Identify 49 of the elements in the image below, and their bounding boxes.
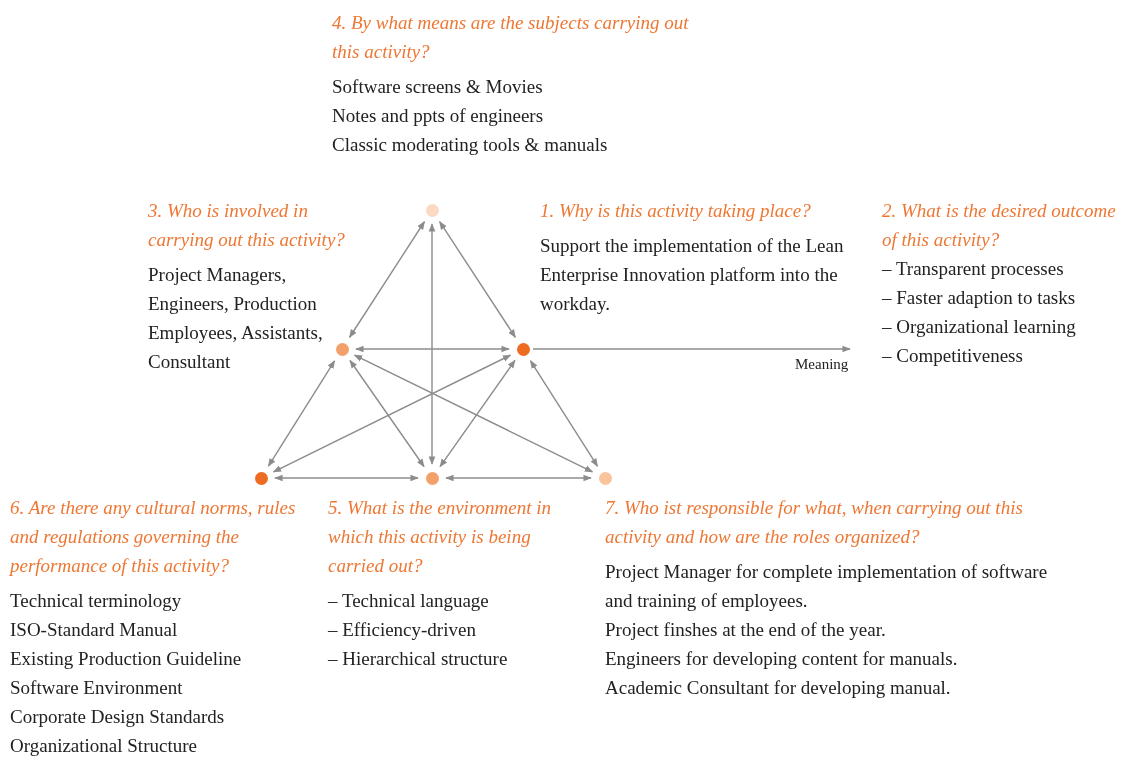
answer-text: – Competitiveness	[882, 344, 1024, 368]
dot	[254, 471, 268, 485]
arrow	[428, 223, 436, 465]
arrow	[353, 354, 594, 473]
answer-text: Software Environment	[10, 676, 184, 700]
answer-text: Organizational Structure	[10, 734, 198, 758]
dot	[516, 342, 530, 356]
answer-text: Academic Consultant for developing manual.	[605, 676, 952, 700]
dot	[425, 203, 439, 217]
answer-text: Technical terminology	[10, 589, 183, 613]
dot	[335, 342, 349, 356]
answer-text: – Organizational learning	[882, 315, 1077, 339]
arrow	[267, 360, 336, 467]
dot	[425, 471, 439, 485]
arrow	[445, 474, 592, 482]
answer-text: Corporate Design Standards	[10, 705, 226, 729]
answer-text: Classic moderating tools & manuals	[332, 133, 609, 157]
answer-text: ISO-Standard Manual	[10, 618, 179, 642]
answer-text: – Transparent processes	[882, 257, 1065, 281]
answer-text: – Efficiency-driven	[328, 618, 477, 642]
answer-text: Software screens & Movies	[332, 75, 544, 99]
question-heading: 6. Are there any cultural norms, rules and regulations governing the performance of this activity?	[10, 496, 297, 578]
answer-text: Project finshes at the end of the year.	[605, 618, 887, 642]
arrow	[439, 359, 516, 468]
question-heading: 5. What is the environment in which this activity is being carried out?	[328, 496, 553, 578]
answer-text: – Faster adaption to tasks	[882, 286, 1077, 310]
arrow	[349, 359, 425, 468]
answer-text: – Hierarchical structure	[328, 647, 509, 671]
edge-label: Meaning	[795, 355, 849, 373]
answer-text: Engineers for developing content for manuals.	[605, 647, 959, 671]
arrow	[274, 474, 419, 482]
answer-text: Project Manager for complete implementation of software and training of employees.	[605, 560, 1049, 613]
question-heading: 1. Why is this activity taking place?	[540, 199, 812, 223]
answer-text: Notes and ppts of engineers	[332, 104, 545, 128]
dot	[598, 471, 612, 485]
arrow	[348, 221, 426, 338]
arrow	[438, 221, 517, 338]
arrow	[272, 354, 512, 473]
answer-text: Project Managers, Engineers, Production Employees, Assistants, Consultant	[148, 263, 324, 374]
question-heading: 2. What is the desired outcome of this activity?	[882, 199, 1117, 252]
arrow	[355, 345, 510, 353]
arrow	[532, 345, 851, 353]
question-heading: 3. Who is involved in carrying out this activity?	[148, 199, 346, 252]
arrow	[529, 360, 599, 467]
answer-text: Existing Production Guideline	[10, 647, 243, 671]
answer-text: Support the implementation of the Lean Enterprise Innovation platform into the workday.	[540, 234, 845, 316]
question-heading: 4. By what means are the subjects carrying out this activity?	[332, 11, 690, 64]
question-heading: 7. Who ist responsible for what, when carrying out this activity and how are the roles organized?	[605, 496, 1024, 549]
answer-text: – Technical language	[328, 589, 490, 613]
